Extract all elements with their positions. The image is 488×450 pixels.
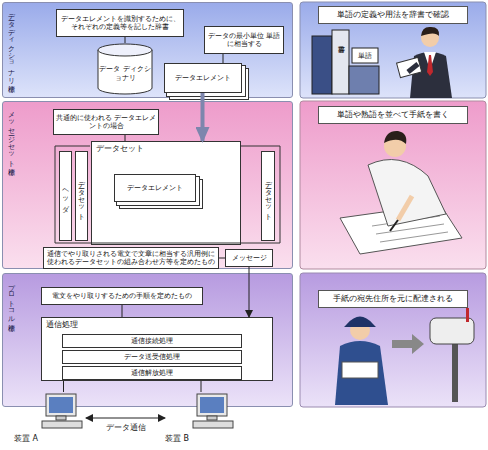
connector-line (249, 267, 250, 317)
standard-band: データディクショナリ標準 データエレメントを識別するために、 それぞれの定義等を記… (2, 2, 293, 98)
dictionary-illustration (312, 27, 452, 98)
node-text: データエレメント (175, 74, 231, 82)
node-text: 通信処理 (46, 320, 78, 330)
standard-band: メッセージセット標準共通的に使われる データエレメントの場合ヘッダデータセットデ… (2, 101, 293, 269)
caption-box: 単語や熟語を並べて手紙を書く (318, 106, 468, 124)
vertical-box: ヘッダ (59, 151, 72, 241)
caption-box: 手紙の宛先住所を元に配達される (318, 290, 468, 308)
vertical-box: データセット (75, 151, 88, 241)
node-text: メッセージ (232, 254, 267, 262)
connector-line (63, 381, 64, 392)
edge-label: データ通信 (106, 422, 146, 433)
node-text: 装置 B (165, 434, 189, 444)
node-text: 電文をやり取りするための手順を定めたもの (52, 292, 192, 300)
computer-icon (191, 392, 237, 432)
database-cylinder: データ ディクショナリ (97, 43, 153, 95)
connector-line (125, 37, 126, 43)
process-box: 通信でやり取りされる電文で文章に相当する汎用例に 使われるデータセットの組み合わ… (43, 247, 219, 269)
connector-line (122, 305, 123, 317)
node-text: 装置 A (14, 434, 38, 444)
postman-illustration (335, 308, 474, 405)
process-box: 共通的に使われる データエレメントの場合 (53, 109, 159, 135)
illustration-label: 単語 (358, 51, 372, 61)
node-text: 手紙の宛先住所を元に配達される (333, 294, 453, 304)
writing-illustration (340, 131, 462, 254)
node-text: データセット (96, 144, 144, 154)
connector-line (223, 54, 224, 63)
process-box: 通信解放処理 (62, 366, 242, 380)
process-box: データエレメントを識別するために、 それぞれの定義等を記した辞書 (56, 9, 184, 37)
device-node: 装置 B (165, 392, 237, 444)
connector-line (201, 93, 205, 141)
node-text: メッセージセット標準 (7, 107, 15, 163)
side-panels (300, 2, 486, 407)
process-box: メッセージ (225, 249, 273, 267)
container-box: 通信処理通信接続処理データ送受信処理通信解放処理 (41, 317, 273, 381)
node-text: 単語の定義や用法を辞書で確認 (337, 10, 449, 20)
node-text: データエレメント (127, 184, 183, 192)
connector-line (201, 381, 202, 392)
connector-line (86, 418, 165, 419)
node-text: ヘッダ (61, 184, 69, 208)
node-text: 単語や熟語を並べて手紙を書く (337, 110, 449, 120)
device-node: 装置 A (14, 392, 86, 444)
connector-line (219, 258, 225, 259)
caption-box: 単語の定義や用法を辞書で確認 (318, 6, 468, 24)
standard-band: プロトコル標準 電文をやり取りするための手順を定めたもの通信処理通信接続処理データ… (2, 273, 293, 407)
node-text: データエレメントを識別するために、 それぞれの定義等を記した辞書 (58, 15, 182, 32)
data-element-stack: データエレメント (164, 63, 242, 93)
node-text: 通信解放処理 (131, 369, 173, 377)
process-box: 電文をやり取りするための手順を定めたもの (41, 287, 203, 305)
computer-icon (40, 392, 86, 432)
process-box: 通信接続処理 (62, 334, 242, 348)
node-text: データセット (77, 176, 85, 216)
process-box: データの最小単位 単語に相当する (204, 26, 284, 54)
node-text: 通信でやり取りされる電文で文章に相当する汎用例に 使われるデータセットの組み合わ… (45, 250, 217, 267)
data-element-stack: データエレメント (114, 174, 196, 202)
container-box: データセットデータエレメント (91, 141, 241, 245)
node-text: データ送受信処理 (124, 353, 180, 361)
connector-line (125, 135, 126, 141)
node-text: データの最小単位 単語に相当する (206, 32, 282, 49)
process-box: データ送受信処理 (62, 350, 242, 364)
node-text: データ ディクショナリ (97, 56, 153, 82)
node-text: データセット (264, 176, 272, 216)
node-text: 通信接続処理 (131, 337, 173, 345)
node-text: 共通的に使われる データエレメントの場合 (55, 114, 157, 131)
node-text: データディクショナリ標準 (7, 8, 15, 80)
node-text: プロトコル標準 (7, 279, 15, 319)
vertical-box: データセット (261, 151, 275, 241)
